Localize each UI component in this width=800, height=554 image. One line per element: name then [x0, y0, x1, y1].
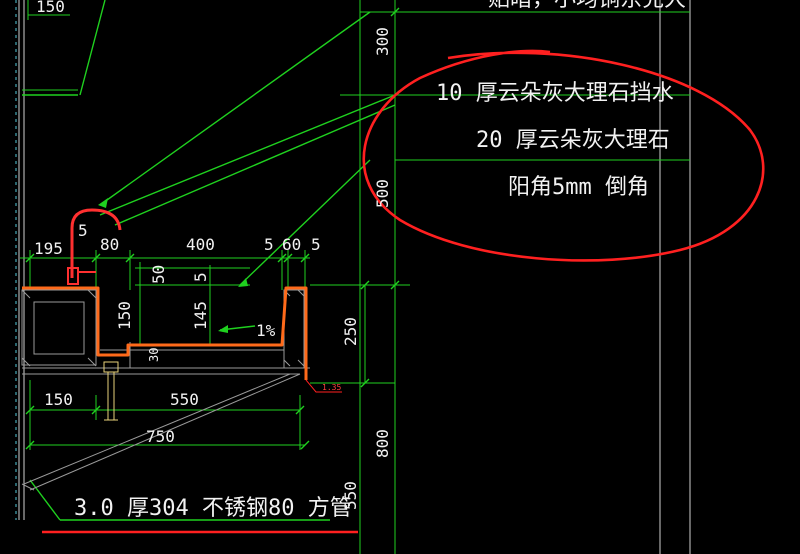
dim-60: 60 — [282, 235, 301, 254]
dim-50: 50 — [149, 265, 168, 284]
dim-195: 195 — [34, 239, 63, 258]
markup-ellipse — [362, 49, 765, 262]
note-line-3: 阳角5mm 倒角 — [508, 175, 649, 200]
dim-145: 145 — [191, 301, 210, 330]
dim-1-35: 1.35 — [322, 383, 341, 392]
dimension-lines — [20, 0, 400, 554]
slope-label: 1% — [256, 321, 276, 340]
note-top-cut: 贴暗，小均铜东兑大 — [488, 0, 686, 12]
dim-5-b: 5 — [311, 235, 321, 254]
dim-800: 800 — [373, 429, 392, 458]
dim-250: 250 — [341, 317, 360, 346]
dimension-labels: 150 300 500 5 195 80 400 5 60 5 50 5 150… — [34, 0, 392, 510]
dim-30: 30 — [147, 348, 161, 362]
dim-150: 150 — [115, 301, 134, 330]
dim-150-bottom: 150 — [44, 390, 73, 409]
dim-750: 750 — [146, 427, 175, 446]
dim-5-a: 5 — [264, 235, 274, 254]
dim-150-top: 150 — [36, 0, 65, 16]
dim-5-c: 5 — [191, 272, 210, 282]
note-line-1: 10 厚云朵灰大理石挡水 — [436, 81, 674, 106]
basin-frame — [21, 289, 310, 491]
marble-profile — [22, 208, 342, 393]
note-line-2: 20 厚云朵灰大理石 — [476, 128, 670, 153]
dim-5-faucet: 5 — [78, 221, 88, 240]
dim-80: 80 — [100, 235, 119, 254]
dim-400: 400 — [186, 235, 215, 254]
dim-550-vertical: 550 — [341, 481, 360, 510]
dim-500: 500 — [373, 179, 392, 208]
note-bottom: 3.0 厚304 不锈钢80 方管 — [74, 496, 352, 521]
leader-lines — [22, 0, 396, 521]
dim-550: 550 — [170, 390, 199, 409]
dim-300: 300 — [373, 27, 392, 56]
